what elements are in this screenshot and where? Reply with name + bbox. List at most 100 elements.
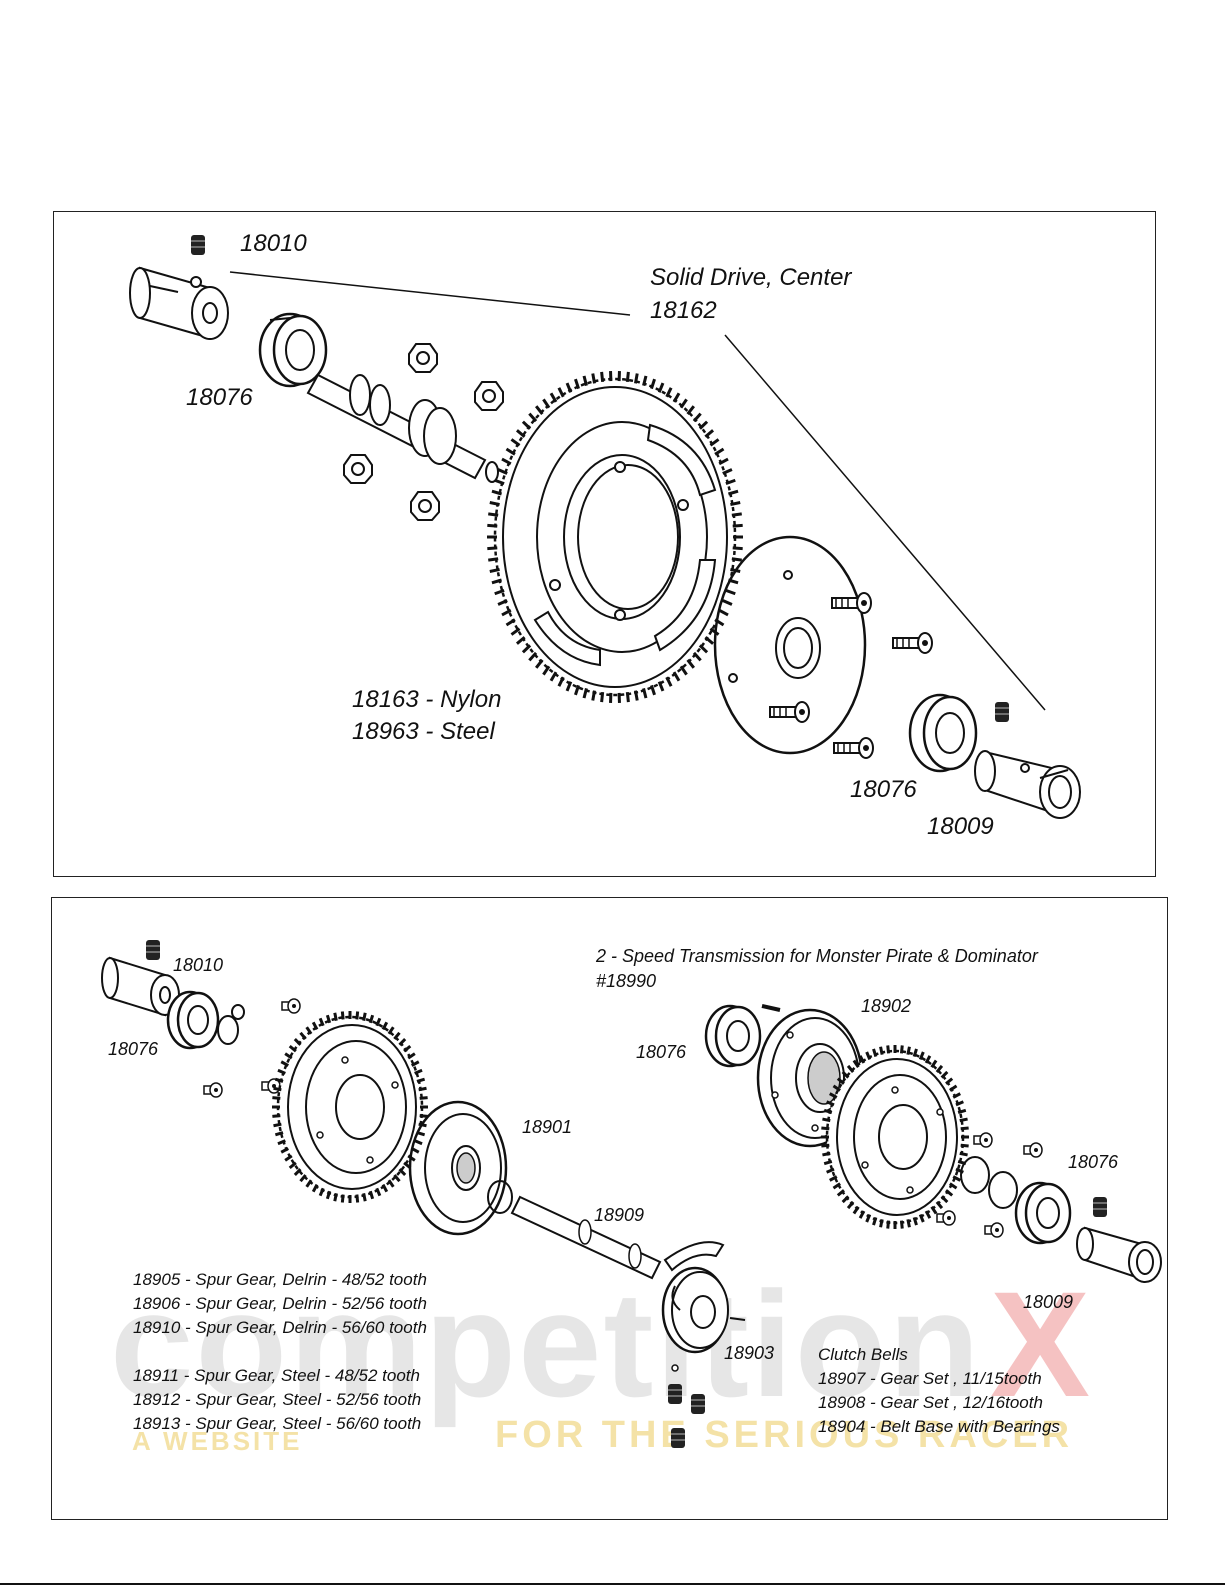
gear-tooth — [858, 1055, 866, 1064]
gear-tooth — [515, 636, 526, 645]
gear-tooth — [489, 501, 500, 507]
gear-tooth — [393, 1174, 401, 1183]
bearing-mid-b — [704, 1004, 781, 1068]
gear-tooth — [846, 1200, 855, 1210]
label-18076-bottom-right: 18076 — [1068, 1152, 1119, 1172]
gear-tooth — [732, 523, 743, 528]
label-spur-nylon: 18163 - Nylon — [352, 686, 502, 713]
gear-tooth — [393, 1031, 401, 1040]
gear-tooth — [510, 627, 521, 636]
gear-tooth — [924, 1055, 932, 1064]
gear-tooth — [299, 1174, 307, 1183]
spur-gear-bottom-left — [276, 1015, 424, 1199]
gear-tooth — [418, 1086, 427, 1092]
gear-tooth — [879, 1219, 884, 1228]
hub-18901 — [408, 1100, 513, 1236]
assembly-number-label: 18162 — [650, 297, 717, 324]
center-shaft — [306, 373, 499, 483]
gear-tooth — [501, 608, 512, 617]
gear-tooth — [414, 1068, 423, 1075]
gear-tooth — [836, 1189, 845, 1197]
gear-tooth — [872, 1216, 878, 1226]
gear-tooth — [375, 1017, 382, 1027]
gear-tooth — [935, 1200, 944, 1210]
clip-rings-left — [217, 1004, 245, 1045]
gear-tooth — [488, 557, 499, 562]
gear-tooth — [582, 375, 588, 386]
gear-tooth — [960, 1126, 969, 1131]
label-18901: 18901 — [522, 1117, 573, 1137]
gear-tooth — [488, 512, 499, 517]
spur-gear-bottom-left-teeth — [272, 1011, 428, 1203]
drive-cup-right — [974, 701, 1081, 819]
gear-tooth — [935, 1064, 944, 1074]
gear-tooth — [955, 1167, 964, 1174]
gear-tooth — [293, 1168, 302, 1176]
gear-tooth — [565, 382, 573, 393]
gear-tooth — [333, 1012, 338, 1021]
gear-tooth — [886, 1220, 891, 1229]
gear-tooth — [273, 1122, 282, 1128]
gear-tooth — [952, 1092, 961, 1099]
gear-tooth — [704, 429, 715, 438]
gear-tooth — [418, 1122, 427, 1128]
gear-tooth — [398, 1038, 407, 1046]
gear-tooth — [886, 1045, 891, 1054]
gear-tooth — [852, 1059, 860, 1068]
gear-tooth — [957, 1159, 967, 1166]
gear-tooth — [368, 1014, 375, 1024]
gear-tooth — [277, 1139, 286, 1146]
gear-tooth — [725, 588, 736, 596]
gear-tooth — [318, 1017, 325, 1027]
spur-list-item: 18912 - Spur Gear, Steel - 52/56 tooth — [133, 1390, 422, 1409]
gear-tooth — [714, 618, 725, 627]
gear-tooth — [515, 429, 526, 438]
gear-tooth — [872, 1048, 878, 1058]
gear-tooth — [718, 457, 729, 466]
label-18902: 18902 — [861, 996, 912, 1016]
gear-tooth — [634, 690, 639, 701]
page-bottom-rule — [0, 1583, 1225, 1585]
gear-tooth — [722, 468, 733, 475]
gear-tooth — [832, 1084, 841, 1092]
gear-tooth — [274, 1077, 284, 1083]
gear-tooth — [362, 1012, 367, 1021]
gear-tooth — [945, 1189, 954, 1197]
gear-tooth — [709, 627, 720, 636]
spur-list-item: 18905 - Spur Gear, Delrin - 48/52 tooth — [133, 1270, 427, 1289]
gear-tooth — [930, 1206, 938, 1215]
gear-tooth — [305, 1179, 313, 1188]
gear-tooth — [272, 1114, 281, 1118]
watermark-tag-left: A WEBSITE — [132, 1426, 303, 1456]
gear-tooth — [858, 1210, 866, 1219]
drive-plate — [713, 535, 867, 755]
label-18909: 18909 — [594, 1205, 645, 1225]
gear-tooth — [832, 1182, 841, 1190]
gear-tooth — [698, 420, 709, 430]
gear-tooth — [557, 387, 565, 398]
spur-list-item: 18910 - Spur Gear, Delrin - 56/60 tooth — [133, 1318, 427, 1337]
gear-tooth — [949, 1084, 958, 1092]
gear-tooth — [822, 1151, 831, 1157]
label-18076-bottom-left: 18076 — [108, 1039, 159, 1059]
gear-tooth — [318, 1187, 325, 1197]
gear-tooth — [375, 1187, 382, 1197]
gear-tooth — [728, 489, 739, 496]
gear-tooth — [692, 651, 702, 662]
gear-tooth — [852, 1206, 860, 1215]
gear-tooth — [822, 1117, 831, 1123]
shaft-18909 — [510, 1195, 662, 1280]
gear-tooth — [416, 1077, 426, 1083]
label-18009-top: 18009 — [927, 813, 994, 840]
gear-tooth — [489, 567, 500, 573]
gear-tooth — [491, 578, 502, 585]
gear-tooth — [679, 665, 688, 676]
gear-tooth — [542, 665, 551, 676]
gear-tooth — [957, 1108, 967, 1115]
gear-tooth — [311, 1021, 319, 1031]
list-spacer — [133, 1340, 427, 1364]
gear-tooth — [505, 618, 516, 627]
gear-tooth — [494, 478, 505, 486]
spur-list-item: 18906 - Spur Gear, Delrin - 52/56 tooth — [133, 1294, 427, 1313]
gear-tooth — [728, 578, 739, 585]
